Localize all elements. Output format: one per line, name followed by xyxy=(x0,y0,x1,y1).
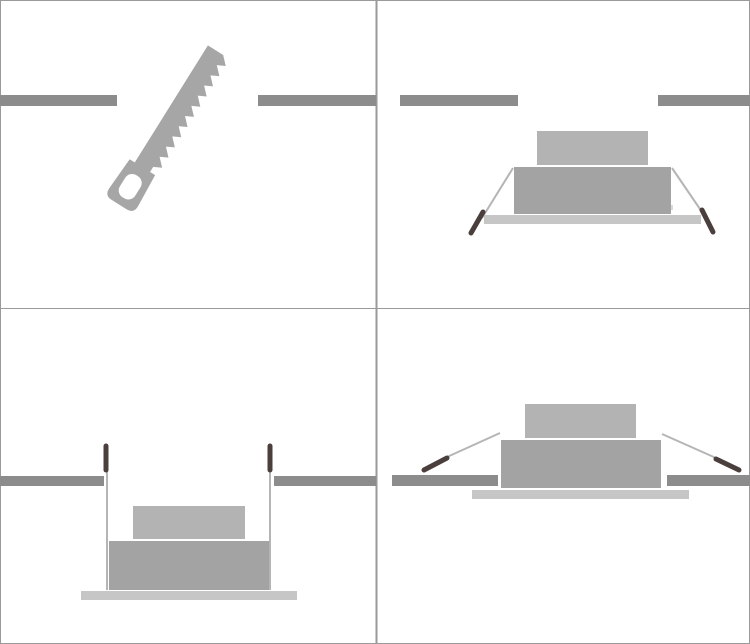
ceiling-left xyxy=(392,475,498,486)
step-3-insert-downlight xyxy=(0,443,376,600)
driver-box xyxy=(525,404,636,438)
ceiling-right xyxy=(667,475,750,486)
trim-ring xyxy=(472,490,689,499)
step-1-cut-opening xyxy=(0,45,376,211)
recessed-downlight-icon xyxy=(81,443,297,600)
ceiling-left xyxy=(0,476,104,486)
driver-box xyxy=(133,506,245,539)
spring-clip-right xyxy=(713,456,742,473)
spring-wire-right xyxy=(671,167,703,213)
trim-ring xyxy=(81,591,297,600)
hand-saw-icon xyxy=(107,45,226,211)
saw-handle-hole xyxy=(118,173,142,200)
spring-clip-right xyxy=(699,207,716,235)
ceiling-right xyxy=(658,95,750,106)
recessed-downlight-icon xyxy=(468,131,716,236)
light-housing xyxy=(514,167,671,214)
ceiling-left xyxy=(0,95,117,106)
spring-clip-left xyxy=(421,455,450,473)
spring-clip-left xyxy=(468,209,486,236)
light-housing xyxy=(501,440,661,488)
spring-wire-left xyxy=(481,167,514,219)
driver-box xyxy=(537,131,648,165)
light-housing xyxy=(109,541,270,590)
ceiling-right xyxy=(258,95,376,106)
ceiling-left xyxy=(400,95,518,106)
step-2-downlight-ready xyxy=(400,95,750,236)
recessed-downlight-icon xyxy=(421,404,742,499)
ceiling-right xyxy=(274,476,376,486)
spring-wire-right xyxy=(661,433,717,459)
trim-ring xyxy=(484,215,701,224)
spring-wire-left xyxy=(446,432,501,458)
step-4-installed xyxy=(392,404,750,499)
saw-blade xyxy=(133,45,226,174)
